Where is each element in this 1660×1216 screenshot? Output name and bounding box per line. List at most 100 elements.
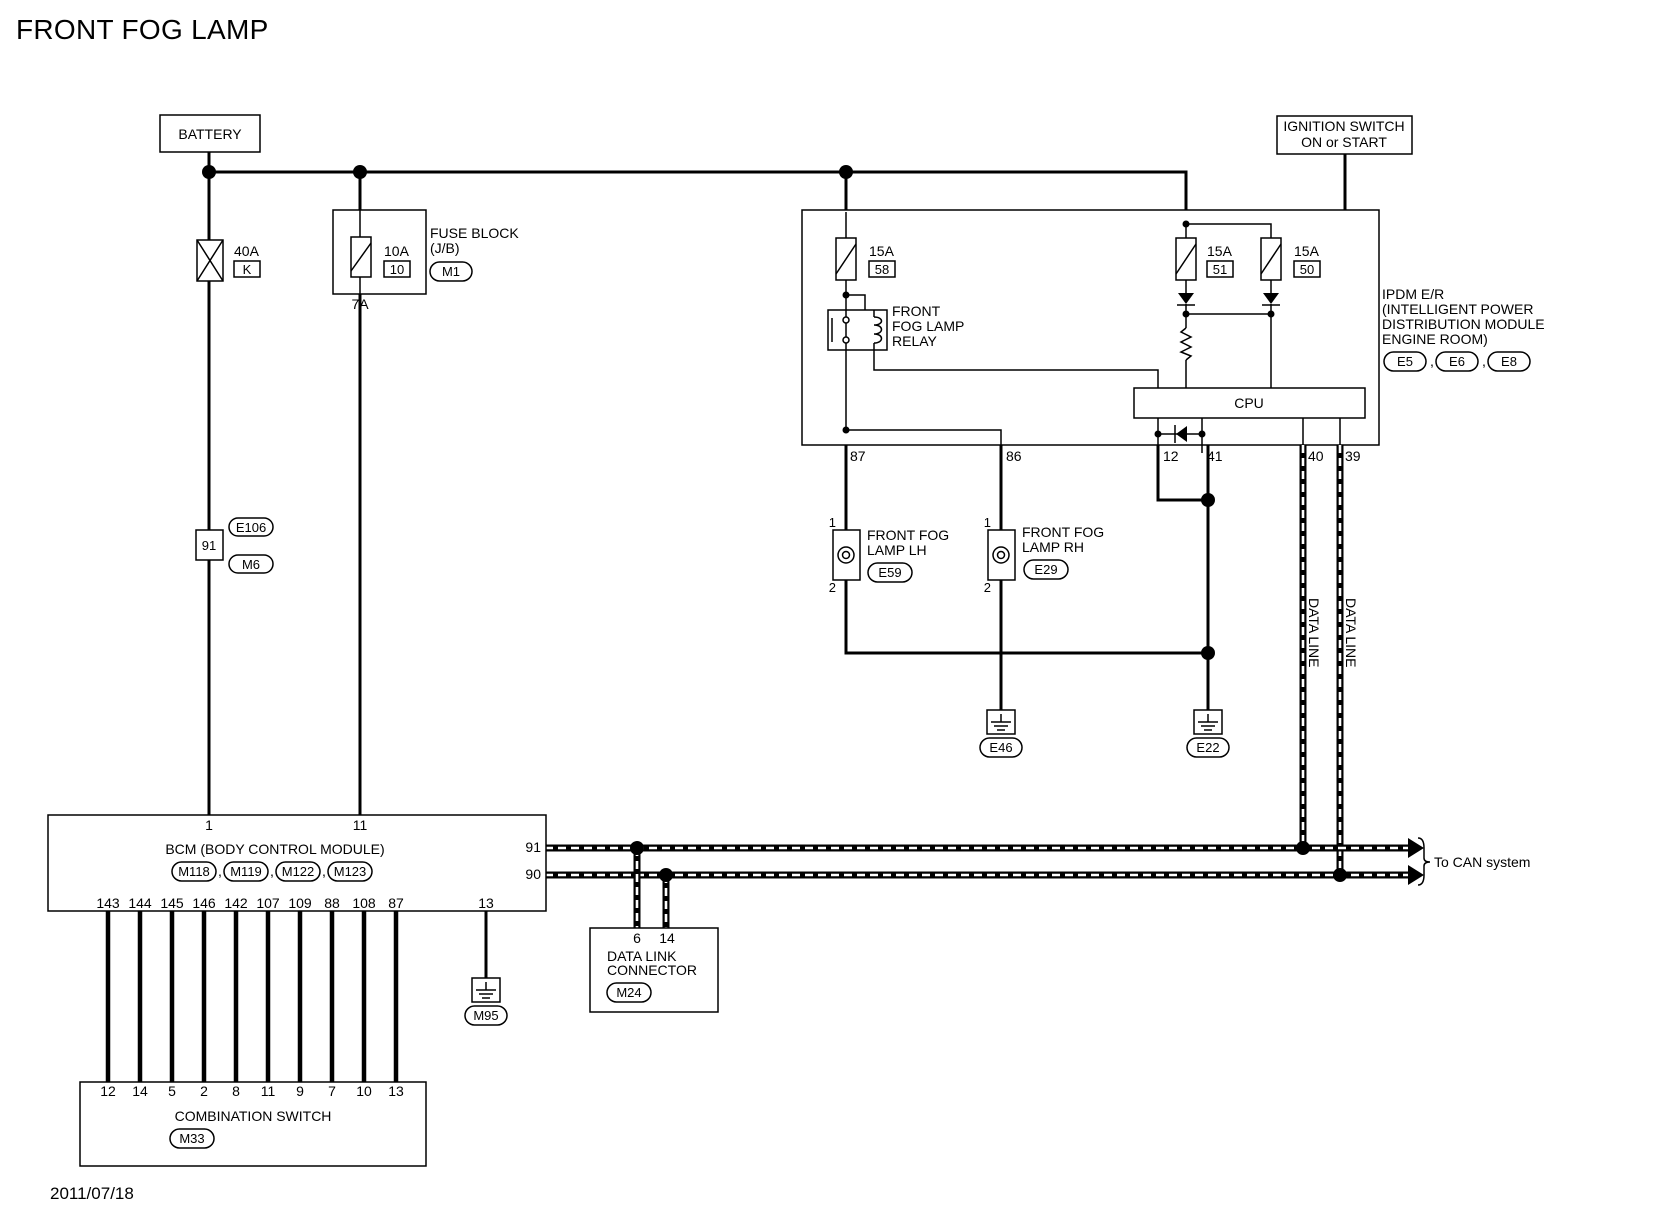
diode-icon [1263,293,1279,304]
ground-e46: E46 [979,709,1023,758]
diode-icon [1176,426,1187,442]
bcm-connectors: M118 , M119 , M122 , M123 [171,861,373,882]
dlc-pin-6: 6 [633,930,641,946]
fog-lh-label-1: FRONT FOG [867,527,949,543]
bcm-bottom-pin: 108 [352,895,376,911]
bcm-bottom-pin: 87 [388,895,404,911]
fog-rh-label-2: LAMP RH [1022,539,1084,555]
dlc-connector-badge [606,982,652,1003]
fuse-block-connector: M1 [442,264,460,279]
ignition-label-2: ON or START [1301,134,1387,150]
bcm-bottom-pin: 144 [128,895,152,911]
fuse-58: 15A 58 [835,237,896,281]
ipdm-terminal-40: 40 [1308,448,1324,464]
fuse-50-number: 50 [1300,262,1314,277]
internal-dot [1198,430,1206,438]
internal-dot [1182,310,1190,318]
comma: , [270,863,274,879]
bcm-connector-m118: M118 [178,864,210,879]
ground-e22: E22 [1186,709,1230,758]
ipdm-terminal-41: 41 [1207,448,1223,464]
bcm-bottom-pins: 143 144 145 146 142 107 109 88 108 87 13 [96,895,494,911]
joint-connector-top: E106 [236,520,266,535]
fuse-51-number: 51 [1213,262,1227,277]
fog-rh-label-1: FRONT FOG [1022,524,1104,540]
arrow-right-icon [1408,838,1424,858]
bcm-bottom-pin: 145 [160,895,184,911]
can-brace [1417,837,1431,886]
fog-lh-connector: E59 [878,565,901,580]
dlc-connector: M24 [616,985,641,1000]
combination-switch-pin: 8 [232,1083,240,1099]
bcm-pin-11: 11 [353,817,368,833]
fuse-50-rating: 15A [1294,243,1320,259]
cpu-label: CPU [1234,395,1264,411]
battery-label: BATTERY [178,126,242,142]
ipdm-terminal-86: 86 [1006,448,1022,464]
combination-switch-connector: M33 [179,1131,204,1146]
ipdm-ground-wire [1156,445,1210,710]
fog-rh-connector-badge [1023,559,1069,580]
power-bus [209,170,1188,224]
fog-lh-pin2: 2 [829,580,836,595]
combination-switch-pin: 14 [132,1083,148,1099]
bcm-bottom-pin: 142 [224,895,248,911]
splice-dot [1201,646,1215,660]
ignition-label-1: IGNITION SWITCH [1283,118,1404,134]
ipdm-connector-e6: E6 [1449,354,1465,369]
bcm-pin-91: 91 [525,839,541,855]
fusible-link-rating: 40A [234,243,260,259]
fuse-block-connector-badge [429,261,473,282]
diode-bar [1262,304,1280,310]
front-fog-lamp-lh: 1 2 [829,515,861,595]
front-fog-lamp-relay [827,309,888,351]
bcm-bottom-pin: 107 [256,895,280,911]
fuse-block-label-1: FUSE BLOCK [430,225,519,241]
diode-icon [1178,293,1194,304]
dlc-label-1: DATA LINK [607,948,677,964]
data-line-label-39: DATA LINE [1343,598,1359,668]
internal-dot [1154,430,1162,438]
fog-rh-connector: E29 [1034,562,1057,577]
ground-e22-label: E22 [1196,740,1219,755]
combination-switch-pin: 12 [100,1083,116,1099]
internal-dot [842,426,850,434]
data-line-label-40: DATA LINE [1306,598,1322,668]
combination-switch-connector-badge [169,1128,215,1149]
ipdm-terminal-39: 39 [1345,448,1361,464]
combination-switch-box [79,1081,427,1167]
ignition-switch-box: IGNITION SWITCH ON or START [1276,115,1413,155]
can-data-lines [545,445,1424,928]
relay-coil-icon [873,316,883,344]
dlc-pin-14: 14 [659,930,675,946]
fog-lh-ground-wire [844,580,1208,655]
relay-label-2: FOG LAMP [892,318,964,334]
bcm-combination-switch-wires [105,911,399,1087]
joint-connector-bottom: M6 [242,557,260,572]
splice-dot [1201,493,1215,507]
page-title: FRONT FOG LAMP [16,14,269,45]
front-fog-lamp-rh: 1 2 [984,515,1016,595]
combination-switch-pin: 5 [168,1083,176,1099]
combination-switch-pin: 9 [296,1083,304,1099]
cpu-can-wires [1302,418,1341,445]
diagram-date: 2011/07/18 [50,1184,134,1203]
ipdm-terminal-12: 12 [1163,448,1179,464]
fog-lh-label-2: LAMP LH [867,542,927,558]
can-system-label: To CAN system [1434,854,1530,870]
bcm-pin-1: 1 [205,817,213,833]
lamp-bulb-icon [841,550,851,560]
fog-lh-pin1: 1 [829,515,836,530]
comma: , [1482,353,1486,369]
combination-switch-pins: 12 14 5 2 8 11 9 7 10 13 [100,1083,404,1099]
ipdm-connector-e5: E5 [1397,354,1413,369]
joint-pin: 91 [202,538,216,553]
relay-label-3: RELAY [892,333,938,349]
fuse-58-rating: 15A [869,243,895,259]
ipdm-label-2: (INTELLIGENT POWER [1382,301,1533,317]
cpu-box [1133,387,1366,419]
battery-box: BATTERY [159,114,261,153]
bcm-bottom-pin: 146 [192,895,216,911]
ground-e46-label: E46 [989,740,1012,755]
